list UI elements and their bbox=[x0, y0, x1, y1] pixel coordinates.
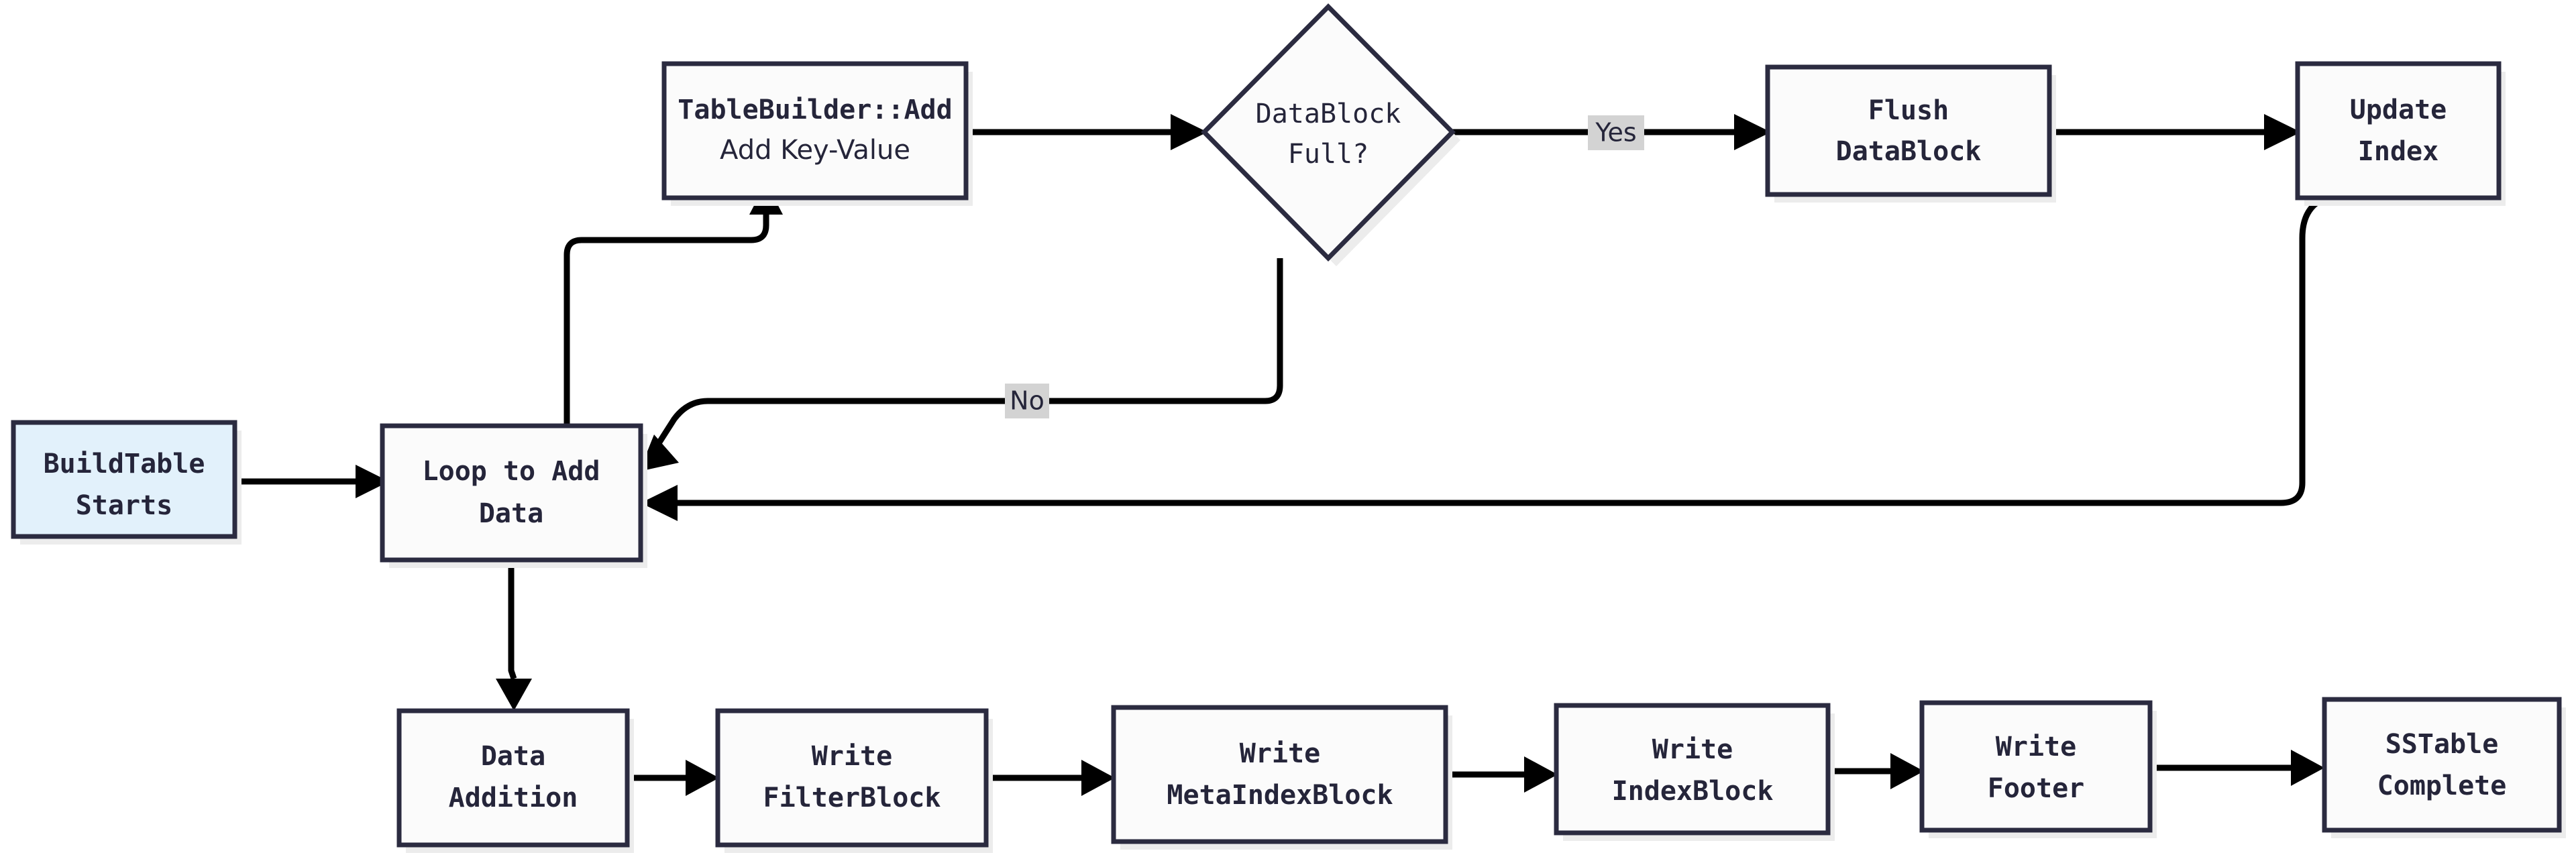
node-label-datablock-full-line2: Full? bbox=[1288, 139, 1368, 170]
edge-label-no: No bbox=[1005, 384, 1049, 418]
node-label-update-index-line2: Index bbox=[2358, 136, 2438, 167]
node-label-sstable-complete-line1: SSTable bbox=[2385, 729, 2499, 760]
node-label-table-builder-add-line2: Add Key-Value bbox=[720, 135, 910, 166]
node-label-write-metaindexblock-line1: Write bbox=[1240, 738, 1320, 769]
edge-decision-to-loop bbox=[639, 258, 1283, 471]
edge-footer-to-sstable-complete bbox=[2150, 750, 2324, 786]
node-update-index[interactable]: Update Index bbox=[2295, 61, 2506, 206]
node-label-data-addition-line2: Addition bbox=[449, 783, 578, 813]
edge-loop-to-tablebuilder bbox=[564, 182, 783, 426]
node-flush-datablock[interactable]: Flush DataBlock bbox=[1765, 64, 2056, 203]
edge-update-to-loop bbox=[641, 195, 2326, 521]
node-label-loop-to-add-data-line2: Data bbox=[479, 498, 543, 529]
node-label-sstable-complete-line2: Complete bbox=[2377, 770, 2507, 801]
node-table-builder-add[interactable]: TableBuilder::Add Add Key-Value bbox=[661, 61, 973, 206]
node-label-write-footer-line1: Write bbox=[1996, 732, 2076, 762]
edge-label-yes-text: Yes bbox=[1595, 118, 1636, 148]
node-label-table-builder-add-line1: TableBuilder::Add bbox=[678, 95, 952, 125]
node-label-write-filterblock-line2: FilterBlock bbox=[763, 783, 941, 813]
edge-metaindexblock-to-indexblock bbox=[1446, 756, 1558, 793]
edge-start-to-loop bbox=[236, 465, 389, 498]
node-build-table-starts[interactable]: BuildTable Starts bbox=[11, 420, 241, 545]
edge-data-addition-to-filterblock bbox=[627, 760, 719, 796]
node-write-filterblock[interactable]: Write FilterBlock bbox=[715, 708, 993, 853]
edge-loop-to-data-addition bbox=[496, 560, 532, 711]
node-write-footer[interactable]: Write Footer bbox=[1919, 700, 2157, 838]
edge-layer bbox=[236, 114, 2326, 796]
node-loop-to-add-data[interactable]: Loop to Add Data bbox=[380, 423, 647, 568]
node-label-write-metaindexblock-line2: MetaIndexBlock bbox=[1167, 780, 1393, 811]
node-label-datablock-full-line1: DataBlock bbox=[1256, 99, 1401, 129]
node-label-write-footer-line2: Footer bbox=[1988, 773, 2085, 804]
node-label-write-indexblock-line2: IndexBlock bbox=[1612, 776, 1774, 807]
node-write-indexblock[interactable]: Write IndexBlock bbox=[1554, 703, 1835, 841]
edge-label-no-text: No bbox=[1010, 386, 1044, 416]
node-label-write-filterblock-line1: Write bbox=[812, 741, 892, 772]
node-label-build-table-starts-line2: Starts bbox=[76, 490, 173, 521]
node-label-build-table-starts-line1: BuildTable bbox=[44, 449, 205, 479]
node-label-write-indexblock-line1: Write bbox=[1652, 734, 1733, 765]
node-label-flush-datablock-line2: DataBlock bbox=[1836, 136, 1982, 167]
edge-label-layer: Yes No bbox=[1005, 115, 1644, 418]
edge-flush-to-update bbox=[2049, 114, 2301, 150]
edge-indexblock-to-footer bbox=[1828, 753, 1924, 789]
edge-label-yes: Yes bbox=[1588, 115, 1644, 150]
node-datablock-full-decision[interactable]: DataBlock Full? bbox=[1201, 3, 1460, 266]
node-label-flush-datablock-line1: Flush bbox=[1868, 95, 1949, 126]
node-layer: BuildTable Starts Loop to Add Data Table… bbox=[11, 3, 2566, 853]
node-write-metaindexblock[interactable]: Write MetaIndexBlock bbox=[1111, 705, 1452, 850]
node-sstable-complete[interactable]: SSTable Complete bbox=[2322, 697, 2566, 838]
node-data-addition[interactable]: Data Addition bbox=[396, 708, 634, 853]
edge-tablebuilder-to-decision bbox=[966, 114, 1208, 150]
node-label-loop-to-add-data-line1: Loop to Add bbox=[423, 456, 600, 487]
edge-filterblock-to-metaindexblock bbox=[986, 760, 1115, 796]
node-label-data-addition-line1: Data bbox=[481, 741, 545, 772]
node-label-update-index-line1: Update bbox=[2350, 95, 2447, 125]
